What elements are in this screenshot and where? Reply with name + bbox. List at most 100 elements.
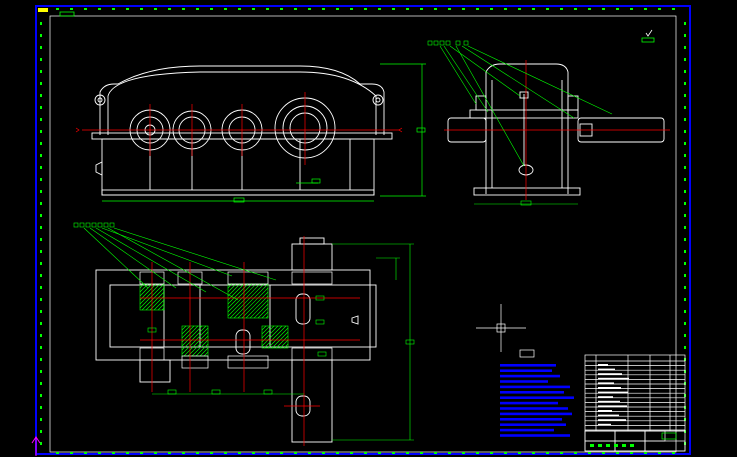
border-tick [224, 8, 227, 10]
note-line [500, 401, 558, 405]
border-tick [378, 8, 381, 10]
dimension-text-box [520, 200, 532, 206]
leader-line [113, 227, 277, 281]
leader-line [89, 227, 177, 289]
border-tick [630, 452, 633, 454]
hatch-line [261, 325, 279, 343]
border-tick [40, 34, 42, 37]
side-view[interactable] [447, 63, 665, 196]
output-shaft-top [291, 243, 333, 271]
hatch-line [161, 307, 165, 311]
border-tick [98, 452, 101, 454]
ucs-axis-icon [31, 436, 41, 456]
border-tick [280, 8, 283, 10]
roughness-symbol-icon [645, 29, 653, 37]
border-tick [40, 286, 42, 289]
border-tick [672, 452, 675, 454]
side-base [473, 187, 581, 196]
leader-line [449, 45, 521, 97]
border-tick [644, 8, 647, 10]
hatch-line [141, 287, 165, 311]
hatch-line [253, 303, 269, 319]
border-tick [336, 8, 339, 10]
dimension-text-box [405, 339, 415, 345]
border-tick [40, 202, 42, 205]
border-tick [364, 8, 367, 10]
border-tick [532, 8, 535, 10]
parts-row-text [598, 419, 626, 421]
crosshair-cursor-icon [476, 304, 526, 352]
border-tick [560, 452, 563, 454]
border-tick [684, 166, 686, 169]
title-cell [584, 430, 616, 442]
part-balloon [79, 222, 85, 228]
border-tick [392, 8, 395, 10]
note-line [500, 434, 570, 437]
parts-row-text [598, 423, 611, 426]
part-balloon [455, 40, 461, 46]
border-tick [684, 154, 686, 157]
border-tick [504, 452, 507, 454]
title-block[interactable] [584, 354, 686, 452]
leader-line [455, 45, 525, 167]
leader-line [461, 45, 575, 119]
parts-row-text [598, 396, 613, 398]
border-tick [546, 452, 549, 454]
border-tick [684, 298, 686, 301]
hatch-line [191, 339, 209, 357]
leader-line [83, 227, 149, 289]
section-arrow-left-icon [75, 127, 80, 133]
border-tick [378, 452, 381, 454]
hatch-line [227, 283, 237, 293]
border-tick [406, 452, 409, 454]
sheet-label-box [59, 11, 75, 17]
hatch-line [227, 283, 241, 297]
hatch-line [181, 325, 203, 347]
housing-cover-inner [107, 71, 377, 135]
border-tick [40, 442, 42, 445]
border-tick [112, 452, 115, 454]
hatch-line [237, 287, 269, 319]
border-tick [658, 452, 661, 454]
border-tick [684, 238, 686, 241]
part-balloon [103, 222, 109, 228]
side-view-callouts [427, 40, 613, 206]
bearing [227, 271, 269, 285]
border-tick [224, 452, 227, 454]
section-callouts [73, 222, 277, 301]
border-tick [252, 8, 255, 10]
border-tick [84, 452, 87, 454]
border-tick [322, 8, 325, 10]
border-tick [420, 452, 423, 454]
border-tick [40, 418, 42, 421]
border-tick [684, 274, 686, 277]
section-view[interactable] [95, 237, 377, 443]
border-tick [40, 406, 42, 409]
hatch-line [261, 325, 275, 339]
note-line [500, 380, 548, 383]
lifting-hole [97, 97, 103, 103]
border-tick [210, 452, 213, 454]
parts-row-text [598, 391, 628, 394]
hatch-line [139, 283, 153, 297]
border-tick [40, 334, 42, 337]
bearing [291, 347, 333, 361]
border-tick [684, 34, 686, 37]
base-plate [101, 189, 375, 196]
border-tick [684, 46, 686, 49]
border-tick [602, 8, 605, 10]
border-tick [112, 8, 115, 10]
bearing [181, 355, 209, 369]
border-tick [266, 8, 269, 10]
border-tick [684, 70, 686, 73]
part-number-balloons [427, 40, 469, 46]
title-cell [614, 430, 646, 442]
border-tick [518, 8, 521, 10]
border-tick [40, 70, 42, 73]
border-tick [40, 178, 42, 181]
hatch-line [199, 347, 209, 357]
part-balloon [427, 40, 433, 46]
part-balloon [85, 222, 91, 228]
border-tick [98, 8, 101, 10]
